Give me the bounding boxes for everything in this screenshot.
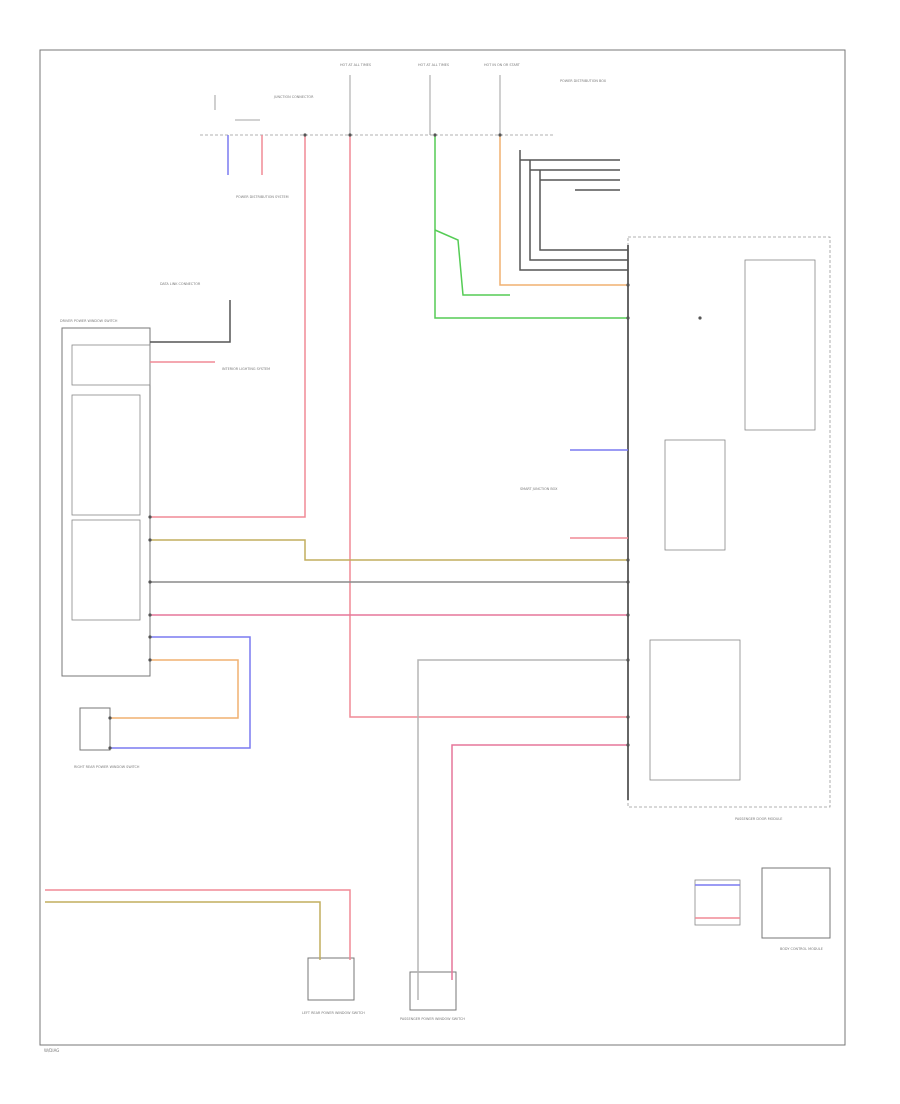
wire-orange-2: [499, 135, 628, 286]
wire-junction-12: [148, 515, 152, 519]
fuse-label-a: HOT AT ALL TIMES: [340, 63, 371, 67]
driver-switch-rear-contacts: [71, 519, 141, 621]
power-distribution-box-label: POWER DISTRIBUTION BOX: [560, 79, 607, 83]
wire-junction-15: [148, 613, 152, 617]
fuse-label-c: HOT IN ON OR START: [484, 63, 521, 67]
left-rear-power-window-switch-box: [307, 957, 355, 1001]
wire-junction-3: [498, 133, 502, 137]
node-group: [108, 133, 702, 750]
bcm-connector-box: [694, 879, 741, 926]
data-link-label: DATA LINK CONNECTOR: [160, 282, 201, 286]
left-rear-power-window-switch-label: LEFT REAR POWER WINDOW SWITCH: [302, 1011, 365, 1015]
wire-orange-1: [110, 659, 239, 719]
door-module-motor-driver: [649, 639, 741, 781]
wire-junction-16: [148, 635, 152, 639]
wire-junction-7: [626, 580, 630, 584]
wire-junction-17: [148, 658, 152, 662]
fuse-stubs: [214, 75, 501, 135]
interior-lighting-label: INTERIOR LIGHTING SYSTEM: [222, 367, 270, 371]
figure-id: W/DIAG: [44, 1048, 59, 1053]
wire-junction-0: [303, 133, 307, 137]
wire-red-main: [150, 135, 306, 518]
body-control-module-box: [761, 867, 831, 939]
wire-blue-1: [110, 636, 251, 749]
wire-junction-20: [698, 316, 702, 320]
wire-group: [45, 135, 740, 1000]
smart-junction-box-label: SMART JUNCTION BOX: [520, 487, 558, 491]
wire-black-8: [150, 300, 231, 343]
wire-junction-4: [626, 316, 630, 320]
wire-junction-1: [348, 133, 352, 137]
wire-junction-6: [626, 558, 630, 562]
power-distribution-system-label: POWER DISTRIBUTION SYSTEM: [236, 195, 289, 199]
wire-junction-10: [626, 743, 630, 747]
wire-black-1: [519, 150, 628, 271]
wire-junction-2: [433, 133, 437, 137]
driver-power-window-switch-box: [61, 327, 151, 677]
wire-junction-9: [626, 715, 630, 719]
diagram-border: [39, 49, 846, 1046]
door-module-switch-block: [744, 259, 816, 431]
passenger-door-module-box: [627, 236, 831, 808]
wire-black-2: [529, 160, 628, 261]
wire-junction-5: [626, 283, 630, 287]
wire-black-3: [539, 170, 628, 251]
fuse-label-b: HOT AT ALL TIMES: [418, 63, 449, 67]
wire-junction-14: [148, 580, 152, 584]
wire-tan-2: [45, 901, 321, 960]
wire-tan-1: [150, 539, 628, 561]
wire-junction-11: [626, 658, 630, 662]
wire-green-2: [434, 229, 510, 296]
right-rear-power-window-switch-label: RIGHT REAR POWER WINDOW SWITCH: [74, 765, 140, 769]
right-rear-power-window-switch-box: [79, 707, 111, 751]
door-module-transceiver: [664, 439, 726, 551]
wire-green-1: [434, 135, 628, 319]
driver-switch-main-contacts: [71, 394, 141, 516]
wire-red-3: [45, 889, 351, 960]
driver-switch-illumination: [71, 344, 151, 386]
passenger-power-window-switch-label: PASSENGER POWER WINDOW SWITCH: [400, 1017, 465, 1021]
body-control-module-label: BODY CONTROL MODULE: [780, 947, 823, 951]
wire-ltgray-1: [417, 659, 628, 1000]
wire-junction-18: [108, 716, 112, 720]
wire-junction-8: [626, 613, 630, 617]
wire-red-center: [349, 135, 628, 718]
wire-junction-19: [108, 746, 112, 750]
passenger-power-window-switch-box: [409, 971, 457, 1011]
driver-power-window-switch-label: DRIVER POWER WINDOW SWITCH: [60, 319, 118, 323]
passenger-door-module-label: PASSENGER DOOR MODULE: [735, 817, 782, 821]
junction-connector-label: JUNCTION CONNECTOR: [273, 95, 314, 99]
wire-pink-2: [451, 744, 628, 980]
wire-junction-13: [148, 538, 152, 542]
